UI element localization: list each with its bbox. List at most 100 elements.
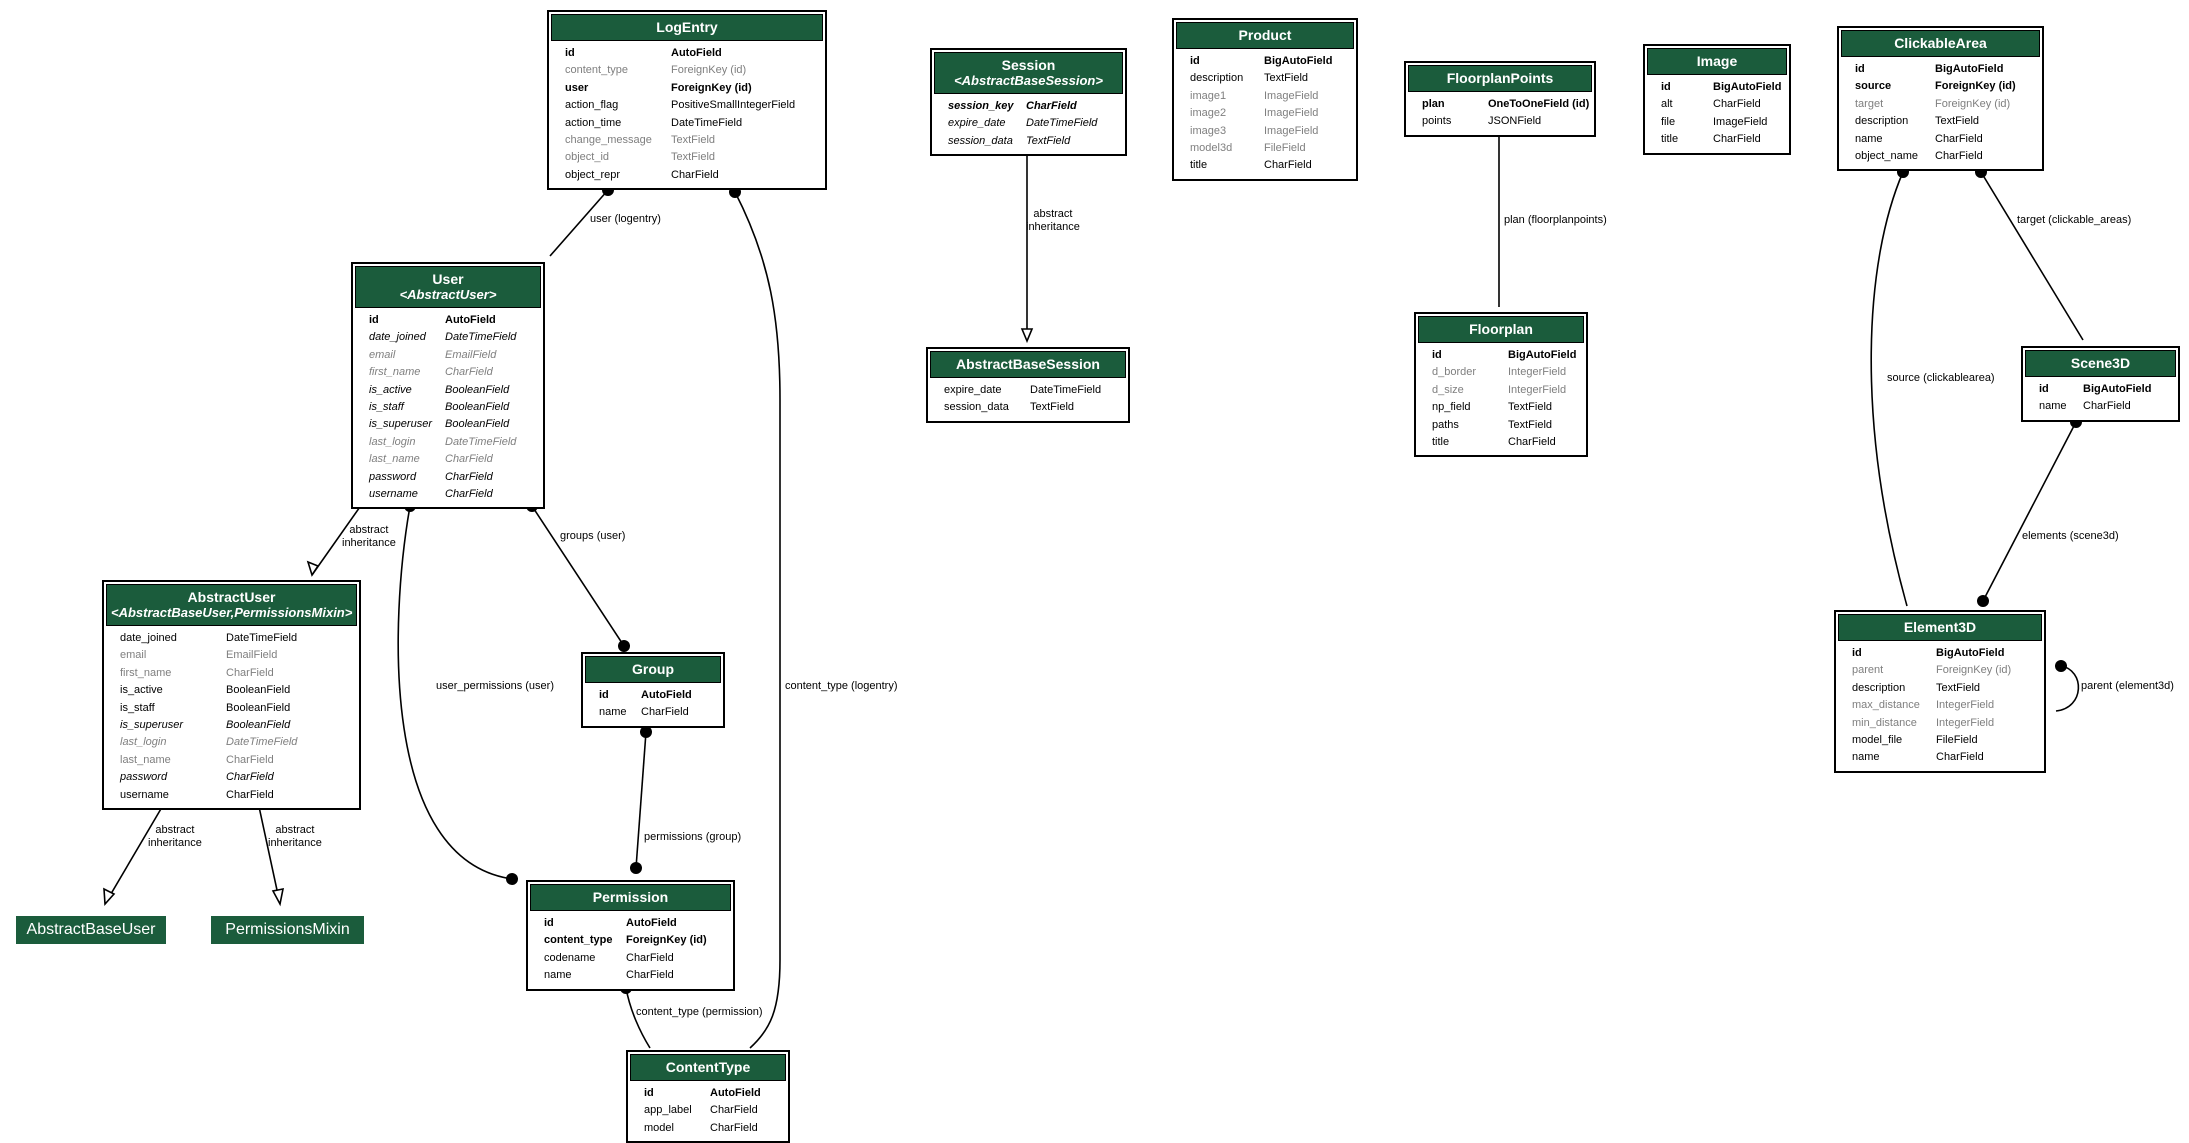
edge-abstractuser-abstractbaseuser (104, 801, 166, 905)
field-name: object_repr (565, 168, 621, 181)
edge-label-abstractuser-pm: abstract inheritance (268, 824, 322, 849)
field-name: is_superuser (120, 718, 183, 731)
field-type: OneToOneField (id) (1488, 98, 1590, 110)
edge-endpoint-dot (506, 873, 518, 885)
field-name: id (644, 1087, 654, 1099)
model-header: Session<AbstractBaseSession> (934, 52, 1123, 94)
model-header: AbstractUser<AbstractBaseUser,Permission… (106, 584, 357, 626)
field-type: IntegerField (1936, 716, 1995, 729)
model-title: LogEntry (656, 19, 718, 35)
field-name: action_flag (565, 99, 619, 112)
model-title: Scene3D (2070, 355, 2131, 371)
field-type: BooleanField (226, 701, 291, 714)
edge-label-parent-element3d: parent (element3d) (2081, 680, 2174, 692)
field-type: DateTimeField (226, 736, 298, 749)
field-type: BooleanField (226, 684, 291, 697)
field-name: first_name (120, 666, 172, 679)
field-name: id (1432, 349, 1442, 361)
field-name: is_active (120, 684, 163, 697)
edge-label-plan-floorplanpoints: plan (floorplanpoints) (1504, 214, 1607, 226)
model-title: ContentType (665, 1059, 751, 1075)
model-title: AbstractBaseSession (956, 356, 1100, 372)
field-type: DateTimeField (1026, 117, 1098, 130)
field-type: BigAutoField (1935, 63, 2004, 75)
model-header: Scene3D (2025, 350, 2176, 377)
field-type: CharField (226, 771, 274, 784)
field-name: id (1661, 81, 1671, 93)
edge-endpoint-dot (640, 726, 652, 738)
model-header: Permission (530, 884, 731, 911)
field-name: model3d (1190, 141, 1233, 154)
model-title: Element3D (1903, 619, 1977, 635)
field-name: first_name (369, 366, 421, 379)
inheritance-arrowhead (103, 887, 116, 906)
field-name: username (120, 788, 169, 801)
field-name: max_distance (1852, 699, 1920, 712)
field-type: CharField (1508, 435, 1556, 448)
field-name: target (1855, 97, 1884, 110)
field-type: BigAutoField (1508, 349, 1577, 361)
field-name: is_staff (369, 400, 404, 413)
field-name: object_name (1855, 149, 1918, 162)
field-type: CharField (1935, 132, 1983, 145)
field-type: TextField (1508, 418, 1553, 431)
model-header: FloorplanPoints (1408, 65, 1592, 92)
field-name: alt (1661, 98, 1673, 111)
field-name: object_id (565, 151, 610, 164)
edge-permissions-group (635, 731, 647, 869)
field-type: TextField (1026, 134, 1071, 147)
field-type: AutoField (626, 917, 677, 929)
field-type: IntegerField (1508, 383, 1567, 396)
field-name: content_type (565, 64, 628, 77)
field-name: d_border (1432, 366, 1477, 379)
field-type: CharField (226, 666, 274, 679)
field-type: TextField (1030, 401, 1075, 414)
field-type: BooleanField (445, 383, 510, 396)
field-type: ImageField (1264, 107, 1319, 120)
field-name: date_joined (369, 331, 426, 344)
field-name: content_type (544, 934, 613, 947)
field-type: CharField (445, 487, 493, 500)
model-base-class: <AbstractBaseUser,PermissionsMixin> (111, 605, 353, 620)
edge-label-elements-scene3d: elements (scene3d) (2022, 530, 2119, 542)
field-row: is_active BooleanField (104, 682, 359, 699)
inheritance-arrowhead (306, 560, 320, 577)
field-type: CharField (445, 453, 493, 466)
